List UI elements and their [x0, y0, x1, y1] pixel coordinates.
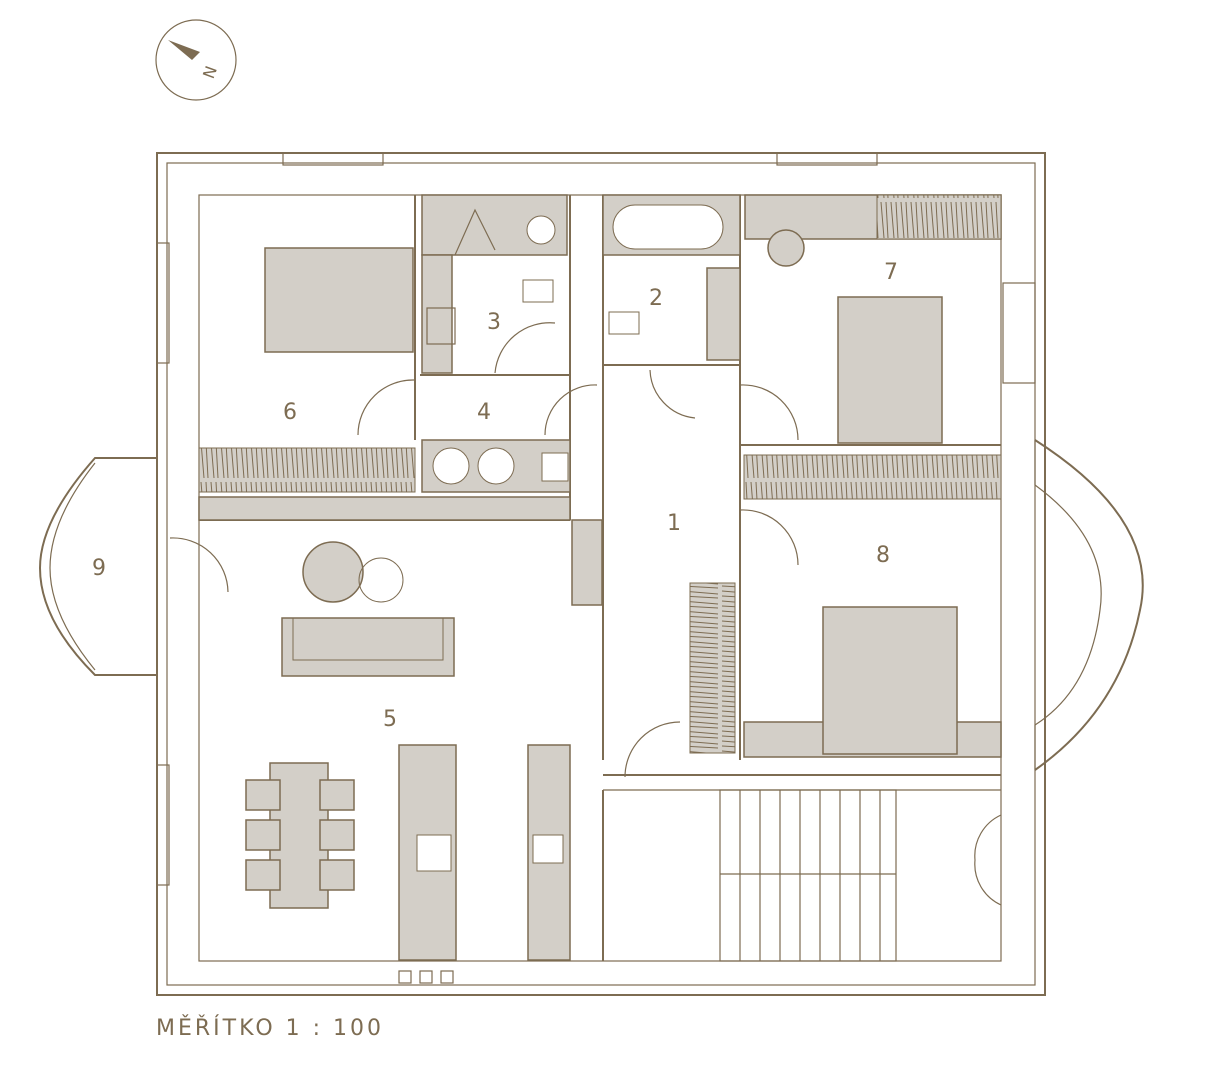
scale-label: MĚŘÍTKO 1 : 100 — [156, 1016, 385, 1041]
windows — [156, 152, 1036, 886]
room-label-5: 5 — [383, 707, 397, 732]
living-5-furniture — [169, 496, 571, 984]
north-arrow-icon: N — [155, 19, 237, 101]
bathroom-2 — [602, 194, 741, 419]
room-label-7: 7 — [884, 260, 898, 285]
bay-window — [1034, 439, 1144, 771]
room-label-1: 1 — [667, 511, 681, 536]
room-label-9: 9 — [92, 556, 106, 581]
bedroom-8-furniture — [739, 454, 1002, 758]
openings — [198, 500, 1002, 755]
staircase — [719, 789, 1002, 962]
room-label-6: 6 — [283, 400, 297, 425]
bedroom-6-furniture — [198, 247, 416, 493]
room-label-8: 8 — [876, 543, 890, 568]
bathroom-3 — [421, 194, 568, 374]
storage-4 — [421, 384, 598, 493]
balcony-9 — [38, 457, 157, 676]
room-label-2: 2 — [649, 286, 663, 311]
north-label: N — [199, 63, 221, 81]
room-label-4: 4 — [477, 400, 491, 425]
bedroom-7-furniture — [739, 194, 1002, 444]
corridor-1-wardrobe — [571, 519, 736, 778]
room-label-3: 3 — [487, 310, 501, 335]
